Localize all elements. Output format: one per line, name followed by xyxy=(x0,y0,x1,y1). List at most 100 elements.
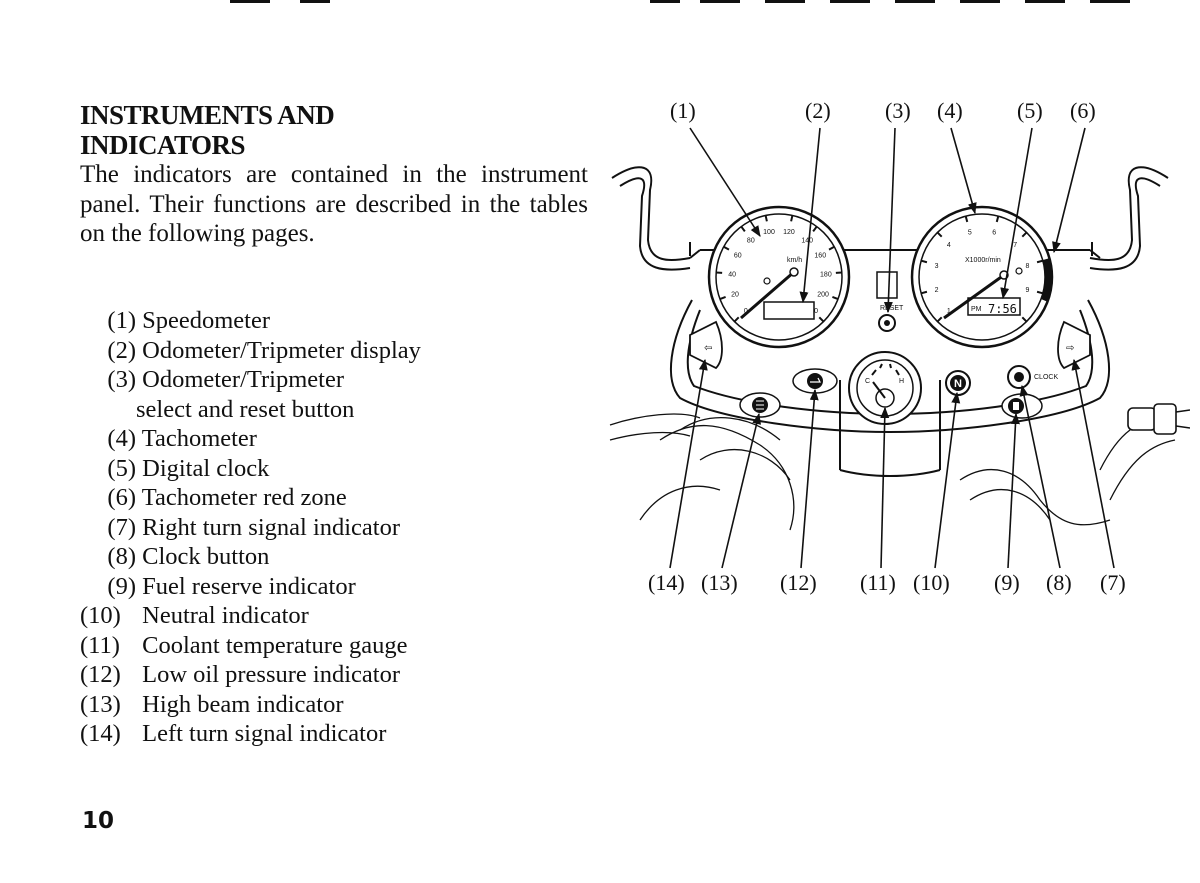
clock-ampm: PM xyxy=(971,306,982,313)
speedometer-gauge: 020406080100120140160180200220 km/h xyxy=(707,205,851,349)
legend-number: (9) xyxy=(107,572,136,600)
low-oil-pressure-indicator xyxy=(792,368,838,394)
speedo-tick-label: 20 xyxy=(731,291,739,298)
left-turn-signal-indicator: ⇦ xyxy=(689,320,723,370)
tach-tick-label: 1 xyxy=(947,308,951,315)
tach-tick xyxy=(964,215,969,223)
legend-label: Neutral indicator xyxy=(142,602,309,629)
legend-item: (1) Speedometer xyxy=(80,306,421,336)
legend-item: (13) High beam indicator xyxy=(80,690,421,720)
tach-tick-label: 4 xyxy=(947,242,951,249)
section-heading: INSTRUMENTS AND INDICATORS xyxy=(80,100,335,160)
page-top-edge-marks xyxy=(230,0,1130,3)
instrument-panel-diagram: 020406080100120140160180200220 km/h 1234… xyxy=(609,98,1190,595)
speedo-tick-label: 0 xyxy=(744,308,748,315)
legend-number: (7) xyxy=(107,513,136,541)
bottom-callouts: (14) (13) (12) (11) (10) (9) (8) (7) xyxy=(648,570,1126,595)
tachometer-gauge: 12345678910 X1000r/min PM 7:56 xyxy=(910,205,1054,349)
figure-legend-list: (1) Speedometer (2) Odometer/Tripmeter d… xyxy=(80,306,421,749)
tach-tick xyxy=(936,316,943,323)
top-callouts: (1) (2) (3) (4) (5) (6) xyxy=(670,98,1096,123)
speedo-tick-label: 160 xyxy=(814,252,826,259)
left-arrow-icon: ⇦ xyxy=(704,343,712,354)
callout-2: (2) xyxy=(805,98,831,123)
legend-number: (4) xyxy=(107,425,136,452)
callout-7: (7) xyxy=(1100,570,1126,595)
callout-10: (10) xyxy=(913,570,950,595)
tach-tick-label: 2 xyxy=(935,287,939,294)
legend-label: select and reset button xyxy=(136,395,355,423)
digital-clock-display xyxy=(967,297,1021,316)
speedo-tick-label: 180 xyxy=(820,272,832,279)
tach-tick xyxy=(920,259,928,264)
legend-number: (1) xyxy=(107,307,136,334)
speedo-unit-label: km/h xyxy=(787,257,802,264)
legend-label: Right turn signal indicator xyxy=(142,513,401,541)
legend-item: (14) Left turn signal indicator xyxy=(80,719,421,749)
callout-3: (3) xyxy=(885,98,911,123)
speedo-tick-label: 40 xyxy=(728,272,736,279)
reset-label: RESET xyxy=(880,305,904,312)
tach-tick-label: 6 xyxy=(992,230,996,237)
speedo-tick-label: 200 xyxy=(817,291,829,298)
speedo-tick xyxy=(832,295,839,300)
legend-number: (11) xyxy=(80,631,120,659)
legend-item: (10) Neutral indicator xyxy=(80,601,421,631)
speedo-tick-label: 120 xyxy=(783,229,795,236)
intro-paragraph: The indicators are contained in the inst… xyxy=(80,161,588,247)
legend-number: (13) xyxy=(80,690,121,718)
legend-item: (4) Tachometer xyxy=(80,424,421,454)
legend-label: Digital clock xyxy=(142,454,270,482)
legend-item: (2) Odometer/Tripmeter display xyxy=(80,336,420,366)
leader-lines xyxy=(669,127,1115,569)
clock-time: 7:56 xyxy=(988,302,1017,316)
tach-unit-label: X1000r/min xyxy=(965,257,1001,264)
legend-label: Left turn signal indicator xyxy=(142,720,387,747)
gauge-h-label: H xyxy=(899,378,904,385)
legend-number: (14) xyxy=(80,720,121,747)
callout-4: (4) xyxy=(937,98,963,123)
callout-5: (5) xyxy=(1017,98,1043,123)
tach-tick-label: 9 xyxy=(1025,287,1029,294)
tach-tick xyxy=(1036,290,1044,295)
clock-button: CLOCK xyxy=(1007,365,1058,389)
tach-red-zone xyxy=(1041,258,1053,302)
neutral-indicator: N xyxy=(945,370,971,396)
neutral-symbol: N xyxy=(954,378,962,390)
legend-label: High beam indicator xyxy=(142,690,344,718)
speedo-tick xyxy=(740,225,746,232)
legend-label: Fuel reserve indicator xyxy=(142,572,356,600)
odometer-display xyxy=(763,301,815,320)
callout-1: (1) xyxy=(670,98,696,123)
legend-item: (7) Right turn signal indicator xyxy=(80,513,421,543)
legend-label: Clock button xyxy=(142,543,270,570)
callout-13: (13) xyxy=(701,570,738,595)
speedo-tick xyxy=(764,215,768,222)
tach-tick xyxy=(936,231,943,238)
fuel-reserve-indicator xyxy=(1001,393,1043,419)
tach-tick-label: 5 xyxy=(968,230,972,237)
callout-11: (11) xyxy=(860,570,896,595)
callout-14: (14) xyxy=(648,570,685,595)
legend-item: (5) Digital clock xyxy=(80,454,421,484)
legend-label: Speedometer xyxy=(142,307,271,334)
legend-number: (10) xyxy=(80,602,121,629)
speedo-tick xyxy=(812,225,818,232)
legend-number: (12) xyxy=(80,661,121,688)
speedo-tick xyxy=(790,215,794,222)
wiring-background xyxy=(609,413,1176,531)
legend-number: (5) xyxy=(107,454,136,482)
speedo-tick-label: 80 xyxy=(747,237,755,244)
legend-number: (6) xyxy=(107,484,136,511)
mirror-stalks xyxy=(611,166,1169,271)
speedo-tick xyxy=(828,245,835,251)
speedo-tick xyxy=(818,316,825,323)
speedo-tick xyxy=(723,245,730,251)
legend-label: Odometer/Tripmeter xyxy=(142,366,344,393)
tach-tick xyxy=(1021,316,1028,323)
tach-tick xyxy=(1036,259,1044,264)
page-number: 10 xyxy=(82,808,115,834)
tach-tick xyxy=(1021,231,1028,238)
legend-item-continuation: select and reset button xyxy=(80,395,421,425)
legend-item: (12) Low oil pressure indicator xyxy=(80,660,421,690)
